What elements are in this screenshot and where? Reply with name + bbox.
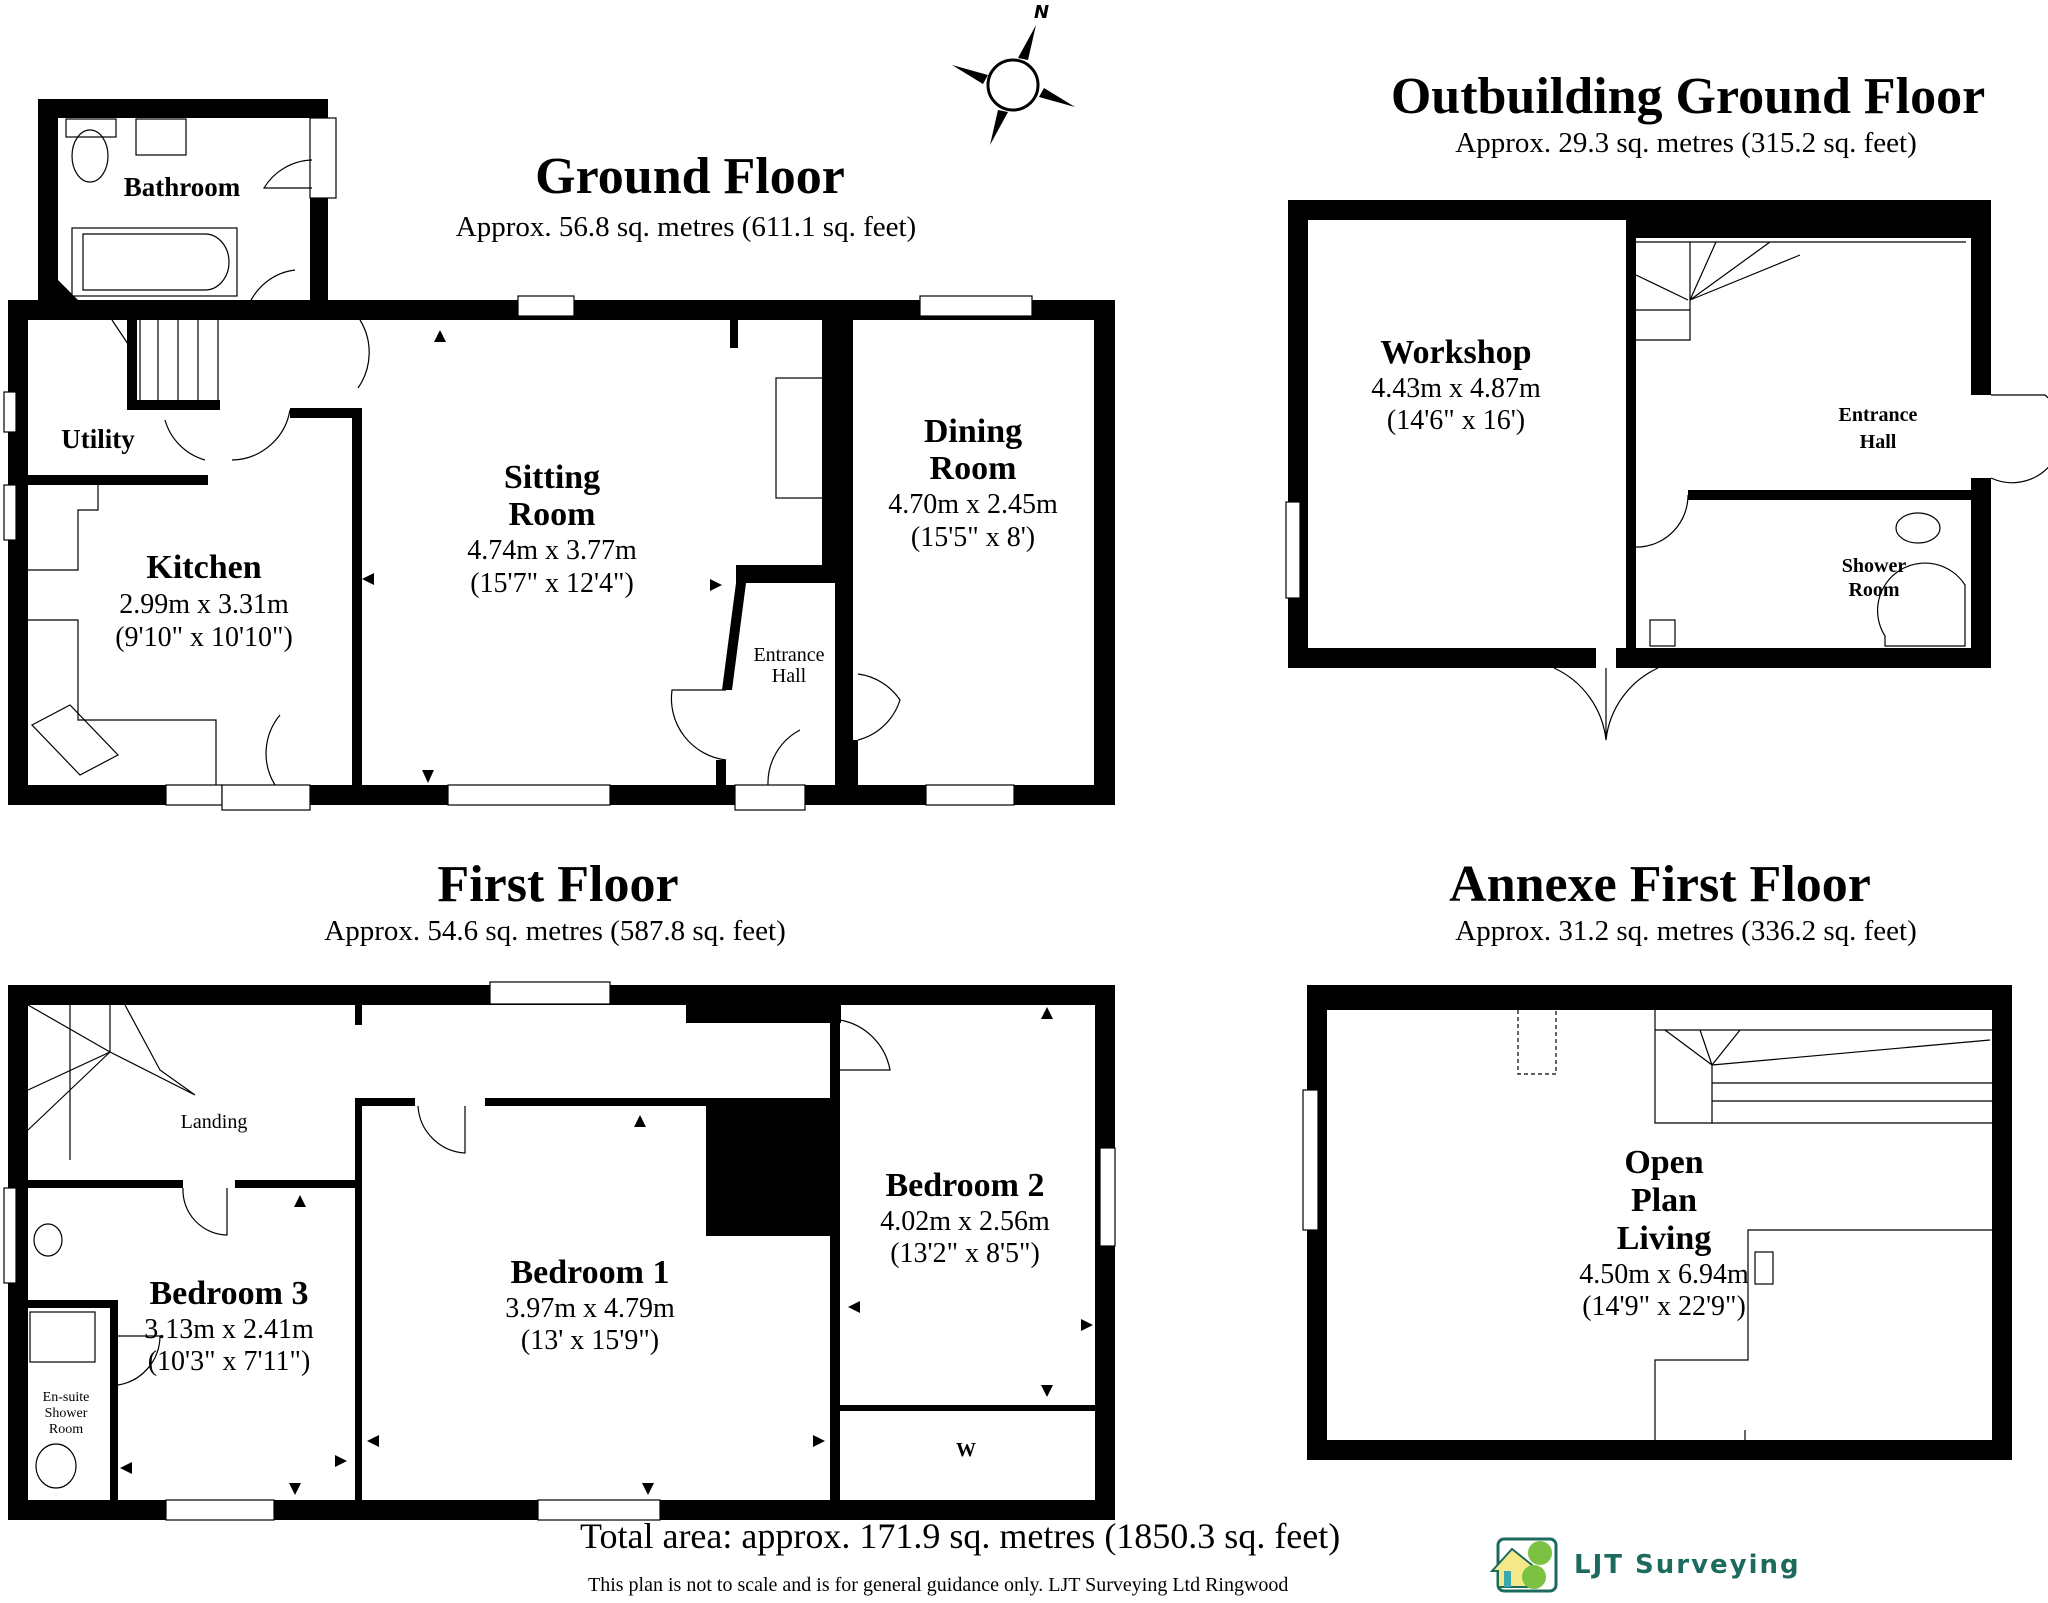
outbuilding-shower-room-line1: Shower	[1841, 555, 1907, 577]
room-open-plan-line1: Open	[1624, 1144, 1704, 1181]
room-landing: Landing	[180, 1111, 248, 1133]
disclaimer: This plan is not to scale and is for gen…	[588, 1574, 1289, 1596]
room-bedroom-3: Bedroom 3	[149, 1275, 309, 1312]
bedroom-2-imperial: (13'2" x 8'5")	[890, 1238, 1040, 1269]
north-label: N	[1034, 2, 1050, 23]
room-sitting-line1: Sitting	[503, 459, 601, 496]
ground-floor-plan	[3, 99, 1115, 811]
room-entrance-hall-line1: Entrance	[753, 644, 825, 666]
kitchen-imperial: (9'10" x 10'10")	[115, 622, 293, 653]
dining-imperial: (15'5" x 8')	[910, 522, 1036, 553]
room-ensuite-line1: En-suite	[42, 1390, 90, 1405]
room-dining-line2: Room	[929, 450, 1017, 487]
room-bedroom-1: Bedroom 1	[510, 1254, 670, 1291]
room-bathroom: Bathroom	[123, 172, 241, 202]
compass-icon	[952, 25, 1075, 145]
total-area: Total area: approx. 171.9 sq. metres (18…	[580, 1516, 1341, 1556]
open-plan-imperial: (14'9" x 22'9")	[1582, 1291, 1746, 1322]
bedroom-3-metric: 3.13m x 2.41m	[144, 1314, 314, 1345]
annexe-title: Annexe First Floor	[1449, 856, 1871, 913]
room-dining-line1: Dining	[923, 413, 1023, 450]
room-kitchen: Kitchen	[146, 549, 262, 586]
outbuilding-entrance-hall-line1: Entrance	[1838, 404, 1918, 426]
bedroom-1-imperial: (13' x 15'9")	[520, 1325, 660, 1356]
first-floor-area: Approx. 54.6 sq. metres (587.8 sq. feet)	[324, 915, 786, 947]
kitchen-metric: 2.99m x 3.31m	[119, 589, 289, 620]
outbuilding-area: Approx. 29.3 sq. metres (315.2 sq. feet)	[1455, 127, 1917, 159]
house-tree-icon	[1490, 1537, 1558, 1593]
first-floor-plan	[3, 981, 1116, 1521]
first-floor-title: First Floor	[437, 856, 679, 913]
room-open-plan-line3: Living	[1616, 1220, 1712, 1257]
ground-floor-title: Ground Floor	[535, 148, 845, 205]
annexe-first-floor-plan	[1302, 985, 2012, 1460]
annexe-area: Approx. 31.2 sq. metres (336.2 sq. feet)	[1455, 915, 1917, 947]
room-sitting-line2: Room	[508, 496, 596, 533]
room-open-plan-line2: Plan	[1630, 1182, 1698, 1219]
outbuilding-title: Outbuilding Ground Floor	[1390, 68, 1986, 125]
sitting-imperial: (15'7" x 12'4")	[470, 568, 634, 599]
workshop-imperial: (14'6" x 16')	[1386, 405, 1526, 436]
ground-floor-area: Approx. 56.8 sq. metres (611.1 sq. feet)	[455, 211, 917, 243]
open-plan-metric: 4.50m x 6.94m	[1579, 1259, 1749, 1290]
bedroom-2-metric: 4.02m x 2.56m	[880, 1206, 1050, 1237]
outbuilding-shower-room-line2: Room	[1848, 579, 1900, 601]
ljt-surveying-logo: LJT Surveying	[1490, 1535, 1801, 1595]
bedroom-3-imperial: (10'3" x 7'11")	[147, 1346, 311, 1377]
room-wardrobe: W	[956, 1439, 976, 1461]
sitting-metric: 4.74m x 3.77m	[467, 535, 637, 566]
room-ensuite-line2: Shower	[44, 1406, 88, 1421]
bedroom-1-metric: 3.97m x 4.79m	[505, 1293, 675, 1324]
room-bedroom-2: Bedroom 2	[885, 1167, 1045, 1204]
outbuilding-entrance-hall-line2: Hall	[1859, 431, 1897, 453]
logo-text: LJT Surveying	[1574, 1550, 1801, 1580]
workshop-metric: 4.43m x 4.87m	[1371, 373, 1541, 404]
room-ensuite-line3: Room	[48, 1422, 84, 1437]
room-utility: Utility	[61, 424, 135, 454]
dining-metric: 4.70m x 2.45m	[888, 489, 1058, 520]
outbuilding-plan	[1285, 200, 2048, 741]
room-workshop: Workshop	[1380, 334, 1532, 371]
room-entrance-hall-line2: Hall	[771, 665, 807, 687]
